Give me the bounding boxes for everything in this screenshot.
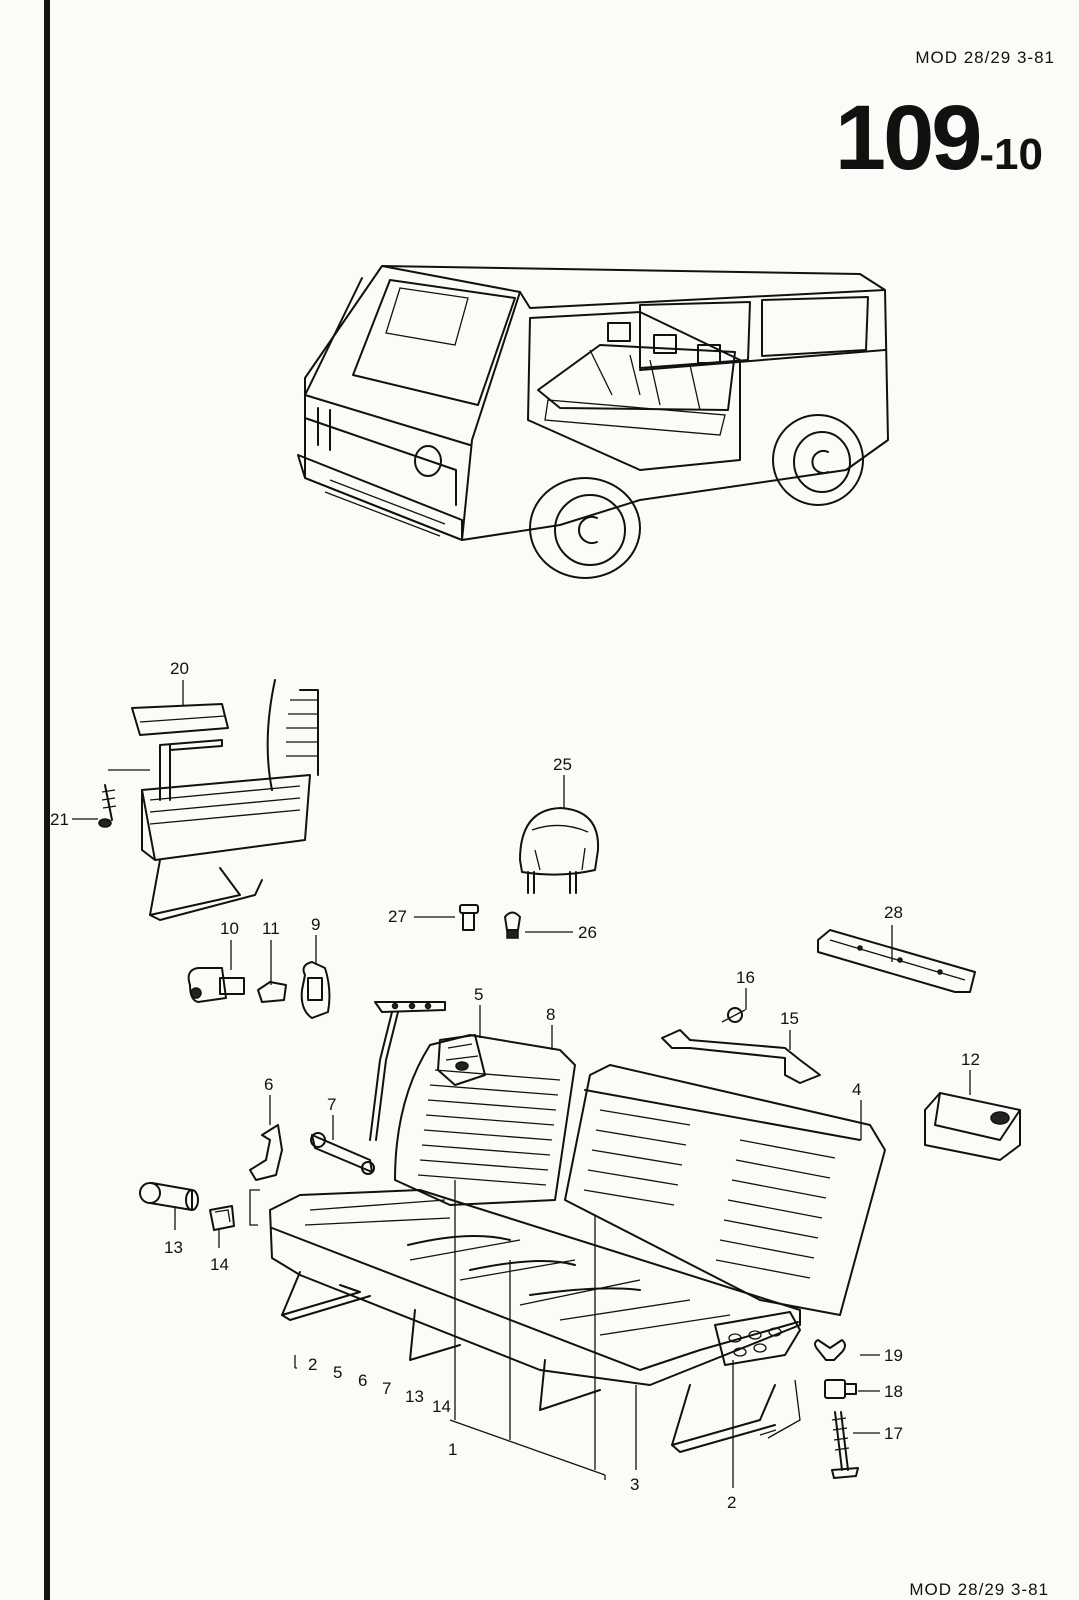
box-12 <box>924 1092 1021 1161</box>
callout-6: 6 <box>264 1075 273 1094</box>
callout-25: 25 <box>553 755 572 774</box>
callout-7: 7 <box>327 1095 336 1114</box>
binding-edge <box>44 0 50 1600</box>
callout-9: 9 <box>311 915 320 934</box>
callout-10: 10 <box>220 919 239 938</box>
callout-2: 2 <box>727 1493 736 1512</box>
kit-item: 5 <box>333 1363 342 1382</box>
leader-lines <box>72 680 971 1488</box>
callout-14: 14 <box>210 1255 229 1274</box>
model-code-footer: MOD 28/29 3-81 <box>909 1580 1049 1599</box>
brackets-6-7 <box>249 1124 375 1181</box>
callout-28: 28 <box>884 903 903 922</box>
kit-item: 14 <box>432 1397 451 1416</box>
callout-12: 12 <box>961 1050 980 1069</box>
callout-1: 1 <box>448 1440 457 1459</box>
latch-parts-9-10-11 <box>187 961 331 1019</box>
callout-16: 16 <box>736 968 755 987</box>
van-illustration <box>297 265 889 579</box>
callout-11: 11 <box>262 919 280 938</box>
callout-8: 8 <box>546 1005 555 1024</box>
callout-27: 27 <box>388 907 407 926</box>
page-number-main: 109 <box>834 87 982 189</box>
callout-21: 21 <box>50 810 69 829</box>
callout-18: 18 <box>884 1382 903 1401</box>
callout-26: 26 <box>578 923 597 942</box>
handle-15-screw-16 <box>661 1007 821 1084</box>
page-number-sub: -10 <box>979 130 1043 179</box>
callout-20: 20 <box>170 659 189 678</box>
headrest-25 <box>519 807 600 894</box>
plugs-26-27 <box>459 904 521 939</box>
hinge-rod <box>369 1001 446 1141</box>
callout-13: 13 <box>164 1238 183 1257</box>
callout-5: 5 <box>474 985 483 1004</box>
callout-19: 19 <box>884 1346 903 1365</box>
page-number: 109-10 <box>835 92 1043 184</box>
bench-seat <box>269 1034 886 1453</box>
bolt-13-clip-14 <box>139 1182 235 1231</box>
fasteners-17-18-19 <box>759 1339 859 1479</box>
kit-group-numbers: 2 5 6 7 13 14 <box>308 1355 451 1416</box>
callout-17: 17 <box>884 1424 903 1443</box>
kit-item: 2 <box>308 1355 317 1374</box>
callout-labels: 20 21 25 27 26 10 11 9 28 16 15 5 8 12 6… <box>50 659 980 1512</box>
model-code-header: MOD 28/29 3-81 <box>915 48 1055 67</box>
callout-4: 4 <box>852 1080 861 1099</box>
kit-item: 7 <box>382 1379 391 1398</box>
kit-item: 6 <box>358 1371 367 1390</box>
kit-item: 13 <box>405 1387 424 1406</box>
side-seat-illustration <box>98 679 319 921</box>
callout-3: 3 <box>630 1475 639 1494</box>
callout-15: 15 <box>780 1009 799 1028</box>
rail-28 <box>817 929 976 993</box>
